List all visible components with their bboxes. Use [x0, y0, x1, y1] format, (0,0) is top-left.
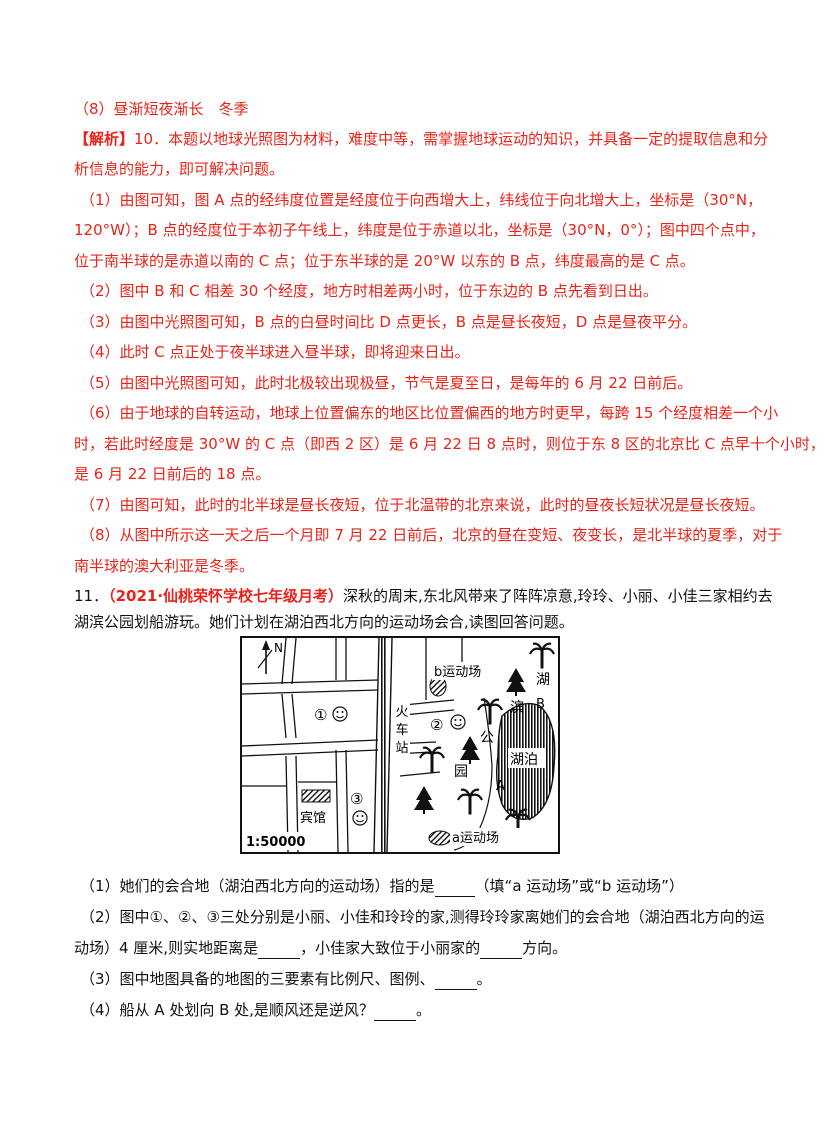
- home-3-label: ③: [350, 790, 363, 808]
- north-label: N: [274, 641, 283, 655]
- analysis-p1-line-2: 120°W）；B 点的经度位于本初子午线上，纬度是位于赤道以北，坐标是（30°N…: [74, 221, 765, 239]
- q11-sub-2-line-2: 动场）4 厘米,则实地距离是 ，小佳家大致位于小丽家的 方向。: [74, 938, 567, 959]
- railway: [373, 637, 393, 853]
- analysis-intro-text: 10．本题以地球光照图为材料，难度中等，需掌握地球运动的知识，并具备一定的提取信…: [134, 130, 769, 148]
- analysis-p5: （5）由图中光照图可知，此时北极较出现极昼，节气是夏至日，是每年的 6 月 22…: [80, 374, 693, 392]
- park-char-1: 湖: [536, 672, 550, 688]
- analysis-intro-line-1: 【解析】10．本题以地球光照图为材料，难度中等，需掌握地球运动的知识，并具备一定…: [74, 129, 768, 149]
- analysis-p6-line-2: 时，若此时经度是 30°W 的 C 点（即西 2 区）是 6 月 22 日 8 …: [74, 435, 825, 453]
- q11-sub-1-text: （1）她们的会合地（湖泊西北方向的运动场）指的是: [80, 877, 435, 895]
- palm-tree-icons: [419, 642, 555, 835]
- analysis-p2: （2）图中 B 和 C 相差 30 个经度，地方时相差两小时，位于东边的 B 点…: [80, 282, 658, 300]
- station-char-2: 车: [395, 722, 408, 738]
- map-scale: 1:50000: [246, 835, 305, 850]
- q11-stem-line-2: 湖滨公园划船游玩。她们计划在湖泊西北方向的运动场会合,读图回答问题。: [74, 613, 574, 631]
- hotel-symbol: [301, 789, 331, 803]
- analysis-tag: 【解析】: [74, 130, 135, 148]
- q11-sub-2-blank-distance[interactable]: [258, 938, 301, 959]
- analysis-p8-line-1: （8）从图中所示这一天之后一个月即 7 月 22 日前后，北京的昼在变短、夜变长…: [80, 526, 783, 544]
- q11-sub-2-text-b: ，小佳家大致位于小丽家的: [300, 939, 481, 957]
- analysis-p1-line-1: （1）由图可知，图 A 点的经纬度位置是经度位于向西增大上，纬线位于向北增大上，…: [80, 191, 763, 209]
- smiley-icon: [450, 714, 466, 730]
- q11-sub-2-text-c: 方向。: [522, 939, 568, 957]
- analysis-p8-line-2: 南半球的澳大利亚是冬季。: [74, 557, 255, 575]
- q11-number: 11．: [74, 587, 109, 605]
- q11-sub-1-hint: （填“a 运动场”或“b 运动场”）: [474, 877, 684, 895]
- analysis-intro-line-2: 析信息的能力，即可解决问题。: [74, 160, 285, 178]
- answer-8: （8）昼渐短夜渐长 冬季: [74, 100, 249, 118]
- q11-sub-2-blank-direction[interactable]: [480, 938, 523, 959]
- park-char-2: 滨: [510, 700, 524, 716]
- station-char-3: 站: [395, 741, 408, 756]
- park-char-4: 园: [454, 764, 468, 780]
- home-1-label: ①: [314, 706, 327, 724]
- park-char-3: 公: [480, 730, 494, 746]
- analysis-p3: （3）由图中光照图可知，B 点的白昼时间比 D 点更长，B 点是昼长夜短，D 点…: [80, 313, 698, 331]
- q11-stem-text: 深秋的周末,东北风带来了阵阵凉意,玲玲、小丽、小佳三家相约去: [343, 587, 773, 605]
- q11-sub-3: （3）图中地图具备的地图的三要素有比例尺、图例、 。: [80, 969, 492, 990]
- q11-sub-3-blank[interactable]: [434, 969, 477, 990]
- map-roads: [241, 637, 463, 853]
- q11-sub-1-blank[interactable]: [434, 876, 475, 897]
- q11-sub-3-text: （3）图中地图具备的地图的三要素有比例尺、图例、: [80, 970, 435, 988]
- north-arrow-icon: [257, 640, 273, 674]
- q11-sub-1: （1）她们的会合地（湖泊西北方向的运动场）指的是 （填“a 运动场”或“b 运动…: [80, 876, 684, 897]
- q11-sub-2-line-1: （2）图中①、②、③三处分别是小丽、小佳和玲玲的家,测得玲玲家离她们的会合地（湖…: [80, 908, 765, 926]
- q11-sub-2-text-a: 动场）4 厘米,则实地距离是: [74, 939, 259, 957]
- analysis-p7: （7）由图可知，此时的北半球是昼长夜短，位于北温带的北京来说，此时的昼夜长短状况…: [80, 496, 765, 514]
- q11-sub-4: （4）船从 A 处划向 B 处,是顺风还是逆风？ 。: [80, 1000, 431, 1021]
- a-field-label: a运动场: [452, 831, 499, 846]
- q11-stem-line-1: 11．（2021·仙桃荣怀学校七年级月考）深秋的周末,东北风带来了阵阵凉意,玲玲…: [74, 586, 773, 606]
- q11-sub-4-blank[interactable]: [373, 1000, 416, 1021]
- analysis-p6-line-3: 是 6 月 22 日前后的 18 点。: [74, 465, 271, 483]
- a-field-symbol: [428, 830, 452, 846]
- home-2-label: ②: [430, 716, 443, 734]
- analysis-p1-line-3: 位于南半球的是赤道以南的 C 点；位于东半球的是 20°W 以东的 B 点，纬度…: [74, 252, 695, 270]
- q11-sub-4-end: 。: [415, 1001, 431, 1019]
- lake-label: 湖泊: [510, 752, 538, 768]
- point-b-label: B: [536, 697, 545, 712]
- b-field-label: b运动场: [434, 665, 481, 680]
- analysis-p6-line-1: （6）由于地球的自转运动，地球上位置偏东的地区比位置偏西的地方时更早，每跨 15…: [80, 404, 779, 422]
- q11-sub-3-end: 。: [476, 970, 492, 988]
- q11-source: （2021·仙桃荣怀学校七年级月考）: [108, 587, 344, 605]
- station-char-1: 火: [395, 705, 408, 720]
- analysis-p4: （4）此时 C 点正处于夜半球进入昼半球，即将迎来日出。: [80, 343, 470, 361]
- point-a-label: A: [496, 779, 505, 794]
- pine-tree-icons: [414, 668, 526, 814]
- smiley-icon: [332, 706, 348, 722]
- hotel-label: 宾馆: [300, 810, 326, 826]
- q11-sub-4-text: （4）船从 A 处划向 B 处,是顺风还是逆风？: [80, 1001, 374, 1019]
- park-map-figure: 火 车 站 N b运动场 宾馆 ① ② ③ 湖泊 湖 滨 公 园 B A: [240, 636, 560, 854]
- smiley-icon: [352, 810, 368, 826]
